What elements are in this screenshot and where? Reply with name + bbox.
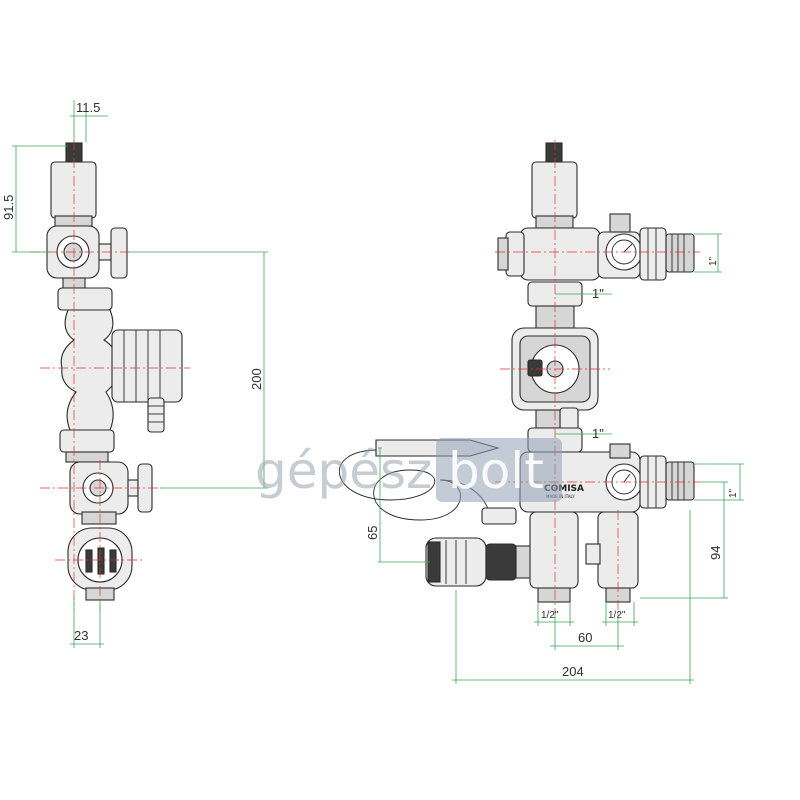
front-air-vent-cap: [545, 142, 563, 164]
side-pump-motor: [111, 329, 183, 403]
dim-204-label: 204: [562, 664, 584, 679]
dim-half-left-label: 1/2": [541, 610, 559, 621]
dim-1in-top-label: 1": [592, 286, 604, 301]
dim-23-label: 23: [74, 628, 88, 643]
dim-60-label: 60: [578, 630, 592, 645]
watermark: gépész bolt: [255, 438, 562, 502]
dim-1in-right-bottom-label: 1": [728, 488, 739, 498]
front-view: COMISA MADE IN ITALY: [338, 142, 695, 603]
watermark-box: [436, 438, 562, 502]
front-air-vent-body: [531, 161, 578, 219]
front-dimensions: 1" 1" 1" 1" 94 65 1/2" 1/2": [365, 233, 744, 684]
side-view: [46, 142, 183, 601]
side-dimensions: 11.5 91.5 200 23: [1, 100, 268, 648]
upper-manifold: [519, 227, 601, 281]
upper-outlet-thread: [665, 233, 695, 273]
watermark-left: gépész: [255, 442, 432, 500]
dim-1in-right-top-label: 1": [708, 256, 719, 266]
dim-65-label: 65: [365, 526, 380, 540]
dim-half-right-label: 1/2": [608, 610, 626, 621]
dim-11-5-label: 11.5: [76, 100, 100, 115]
brand-name: COMISA: [544, 484, 584, 494]
side-air-vent-body: [50, 161, 97, 219]
dim-200-label: 200: [249, 368, 264, 390]
mixing-valve-body: [529, 511, 579, 589]
lower-outlet-thread: [665, 461, 695, 501]
upper-outlet-nut: [639, 227, 667, 281]
capillary-coil: [338, 449, 461, 521]
dim-1in-mid-label: 1": [592, 426, 604, 441]
dim-94-label: 94: [708, 546, 723, 560]
watermark-right: bolt: [448, 442, 544, 500]
dim-91-5-label: 91.5: [1, 195, 16, 220]
side-pump-volute: [60, 309, 118, 431]
